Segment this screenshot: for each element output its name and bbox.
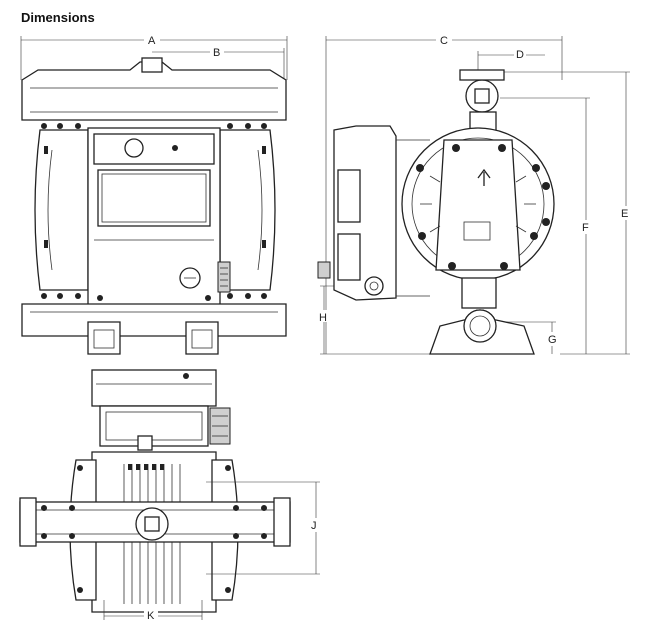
dimension-label-b: B — [213, 47, 220, 59]
page-title: Dimensions — [21, 10, 95, 25]
dimension-label-f: F — [582, 222, 589, 234]
dimension-label-k: K — [147, 610, 155, 620]
dimension-label-a: A — [148, 35, 156, 47]
dimension-label-j: J — [311, 520, 317, 532]
side-view: C D E F G H — [317, 35, 632, 355]
dimension-label-d: D — [516, 49, 524, 61]
dimension-label-e: E — [621, 208, 628, 220]
dimension-label-h: H — [319, 312, 327, 324]
top-view: J K — [19, 369, 322, 620]
front-view: A B — [20, 35, 288, 355]
dimension-label-c: C — [440, 35, 448, 47]
dimension-label-g: G — [548, 334, 557, 346]
